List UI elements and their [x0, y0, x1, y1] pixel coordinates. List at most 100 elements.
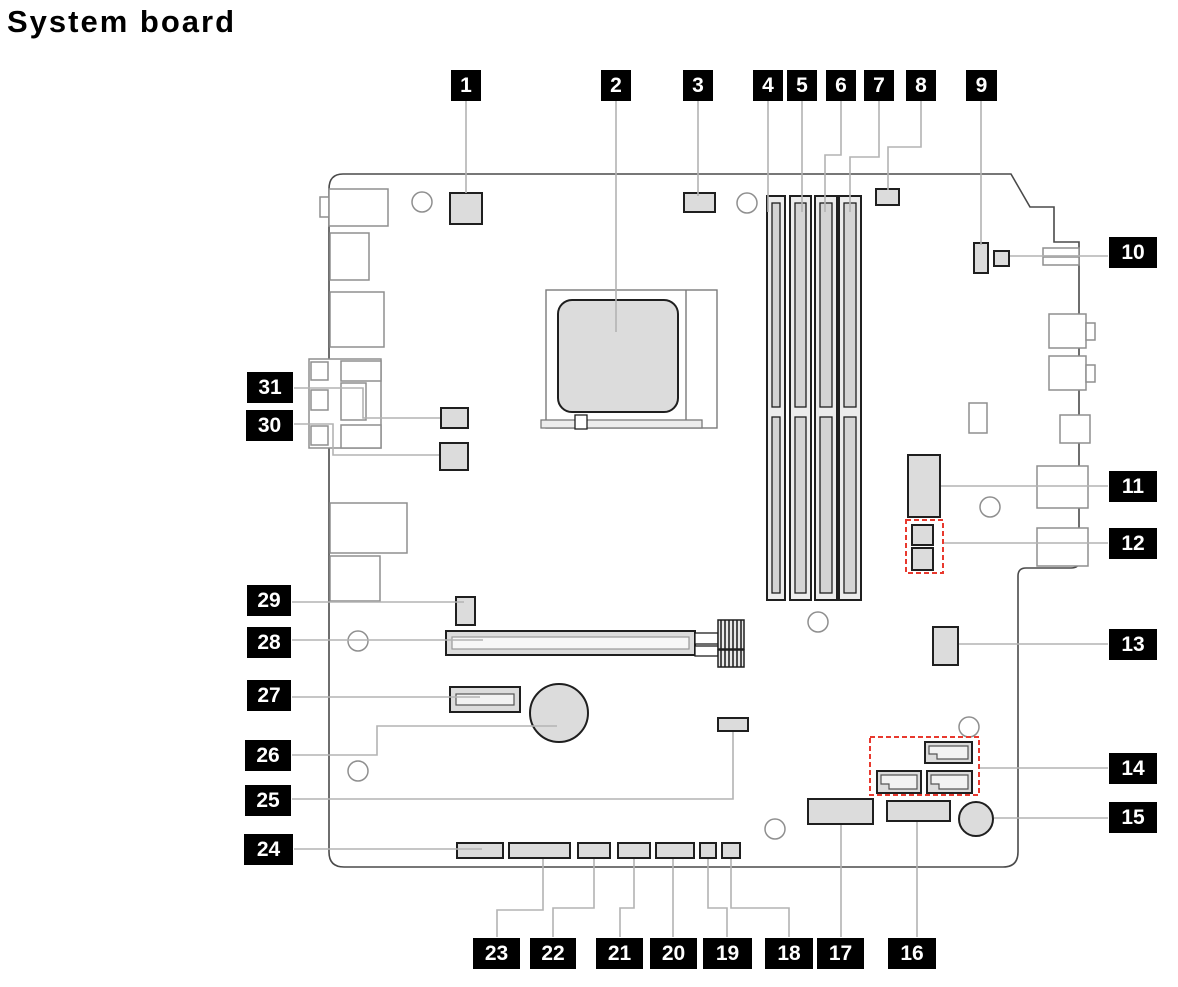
component-8 — [875, 188, 900, 206]
callout-label-19: 19 — [703, 938, 752, 969]
memory-slot-1-channel — [771, 416, 781, 594]
callout-label-26: 26 — [245, 740, 291, 771]
leader-line-25 — [292, 732, 734, 800]
coin-cell-battery — [529, 683, 589, 743]
latch-body — [694, 632, 719, 645]
highlight-box-12 — [905, 519, 944, 574]
memory-slot-3-channel — [819, 202, 833, 408]
component-3 — [683, 192, 716, 213]
callout-label-27: 27 — [247, 680, 291, 711]
leader-line-21 — [619, 859, 635, 937]
leader-line-30 — [294, 423, 439, 456]
callout-label-29: 29 — [247, 585, 291, 616]
callout-label-1: 1 — [451, 70, 481, 101]
rear-port — [1059, 414, 1091, 444]
callout-label-4: 4 — [753, 70, 783, 101]
latch-grip — [717, 649, 745, 668]
screw-holes — [347, 191, 1001, 840]
edge-slot-bar — [1042, 247, 1080, 257]
callout-label-12: 12 — [1109, 528, 1157, 559]
callout-label-25: 25 — [245, 785, 291, 816]
callout-label-22: 22 — [530, 938, 576, 969]
leader-line-6 — [824, 101, 842, 212]
leader-line-31 — [294, 387, 440, 419]
rear-port — [329, 291, 385, 348]
socket-lever — [540, 419, 703, 429]
callout-label-7: 7 — [864, 70, 894, 101]
rear-port — [328, 188, 389, 227]
sata-key — [930, 774, 969, 790]
callout-label-15: 15 — [1109, 802, 1157, 833]
audio-block — [340, 424, 382, 449]
callout-label-31: 31 — [247, 372, 293, 403]
callout-label-23: 23 — [473, 938, 520, 969]
rear-port — [329, 232, 370, 281]
component-10 — [993, 250, 1010, 267]
pcie-x16-channel — [451, 636, 690, 650]
callout-label-9: 9 — [966, 70, 997, 101]
leader-line-19 — [707, 859, 728, 937]
cpu-socket — [540, 289, 718, 430]
callout-label-5: 5 — [787, 70, 817, 101]
usb-port — [1048, 355, 1087, 391]
memory-slot-3-channel — [819, 416, 833, 594]
callout-label-13: 13 — [1109, 629, 1157, 660]
callout-label-16: 16 — [888, 938, 936, 969]
port-tab — [1085, 364, 1096, 383]
screw-hole — [347, 630, 369, 652]
callout-label-21: 21 — [596, 938, 643, 969]
port-tab — [1085, 322, 1096, 341]
memory-slot-1-channel — [771, 202, 781, 408]
memory-slots — [766, 195, 862, 601]
usb-port — [1048, 313, 1087, 349]
component-17 — [807, 798, 874, 825]
callout-label-8: 8 — [906, 70, 936, 101]
screw-hole — [347, 760, 369, 782]
usb-stack — [1036, 465, 1089, 509]
callout-label-14: 14 — [1109, 753, 1157, 784]
callout-label-24: 24 — [244, 834, 293, 865]
component-15 — [958, 801, 994, 837]
callout-label-2: 2 — [601, 70, 631, 101]
audio-jack — [310, 361, 329, 381]
component-22 — [577, 842, 611, 859]
rear-port — [329, 502, 408, 554]
memory-slot-2-channel — [794, 416, 807, 594]
latch-body — [694, 645, 719, 657]
callout-label-30: 30 — [246, 410, 293, 441]
screw-hole — [807, 611, 829, 633]
leader-line-7 — [849, 101, 880, 212]
component-12b — [911, 547, 934, 571]
highlight-box-14 — [869, 736, 980, 796]
component-24 — [456, 842, 504, 859]
component-9 — [973, 242, 989, 274]
callout-label-11: 11 — [1109, 471, 1157, 502]
leader-line-8 — [887, 101, 922, 190]
pcie-x1-slot — [449, 686, 521, 713]
component-12a — [911, 524, 934, 546]
sata-connectors — [876, 741, 973, 794]
edge-slot-bar — [1042, 256, 1080, 266]
screw-hole — [764, 818, 786, 840]
pcie-x16-slot — [445, 619, 745, 668]
callout-label-28: 28 — [247, 627, 291, 658]
callout-label-6: 6 — [826, 70, 856, 101]
screw-hole — [736, 192, 758, 214]
memory-slot-4-channel — [843, 416, 857, 594]
memory-slot-2-channel — [794, 202, 807, 408]
back-panel-ports — [308, 188, 1096, 602]
usb-stack — [1036, 527, 1089, 567]
leader-line-22 — [552, 859, 595, 937]
component-23 — [508, 842, 571, 859]
port-tab — [319, 196, 330, 218]
standoff — [968, 402, 988, 434]
component-11 — [907, 454, 941, 518]
callout-label-20: 20 — [650, 938, 697, 969]
component-1 — [449, 192, 483, 225]
page-title: System board — [7, 4, 237, 39]
audio-jack — [310, 425, 329, 446]
sata-key — [880, 774, 918, 790]
sata-key — [928, 745, 969, 760]
coin-cell-battery — [529, 683, 589, 743]
rear-port — [329, 555, 381, 602]
